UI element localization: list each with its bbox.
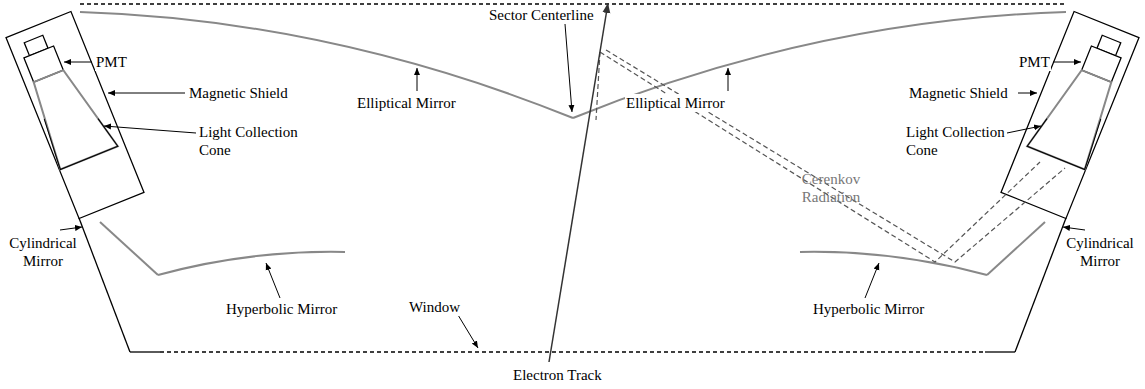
mirror-label: Cylindrical Mirror xyxy=(1059,234,1141,270)
pmt-label: PMT xyxy=(1018,53,1051,71)
mirror-label: Hyperbolic Mirror xyxy=(225,300,338,318)
mirror-label: Elliptical Mirror xyxy=(625,94,726,112)
cone-label: Light Collection Cone xyxy=(905,123,1012,159)
window-label: Window xyxy=(408,298,461,316)
track-label: Electron Track xyxy=(512,366,603,384)
shield-label: Magnetic Shield xyxy=(188,84,289,102)
pmt-label: PMT xyxy=(95,53,128,71)
mirror-label: Elliptical Mirror xyxy=(356,94,457,112)
cone-label: Light Collection Cone xyxy=(198,123,305,159)
mirror-label: Hyperbolic Mirror xyxy=(812,300,925,318)
radiation-label: Cerenkov Radiation xyxy=(790,170,872,206)
shield-label: Magnetic Shield xyxy=(908,84,1009,102)
mirror-label: Cylindrical Mirror xyxy=(2,234,84,270)
centerline-label: Sector Centerline xyxy=(488,6,595,24)
